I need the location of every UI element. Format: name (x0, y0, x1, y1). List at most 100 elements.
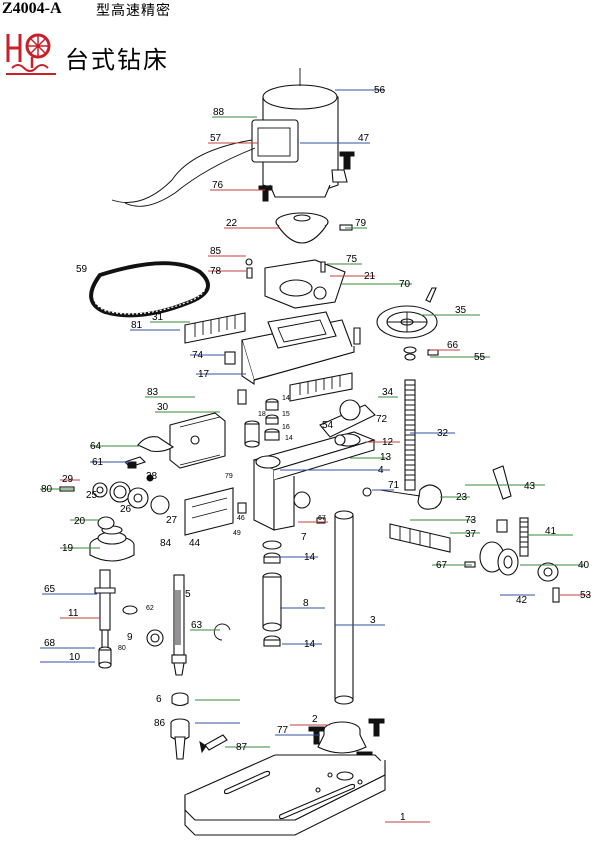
part-label: 42 (516, 595, 528, 606)
model-subtitle: 型高速精密 (96, 3, 171, 19)
drive-belt (89, 261, 210, 318)
part-label: 79 (355, 218, 367, 229)
spindle-shaft-right (389, 465, 560, 603)
part-label: 14 (304, 639, 316, 650)
part-label: 6 (156, 694, 162, 705)
part-label: 28 (146, 471, 158, 482)
part-label: 55 (474, 352, 486, 363)
part-label: 14 (304, 552, 316, 563)
base-plate (184, 754, 386, 836)
part-label: 59 (76, 264, 88, 275)
part-label: 29 (62, 474, 74, 485)
part-label: 56 (374, 85, 386, 96)
part-label: 62 (146, 605, 154, 612)
feed-handwheel (376, 287, 439, 361)
part-label: 41 (545, 526, 557, 537)
quill-sleeve-parts (262, 517, 326, 647)
part-label: 23 (456, 492, 468, 503)
part-label: 74 (192, 350, 204, 361)
part-label: 53 (580, 590, 592, 601)
part-label: 43 (524, 481, 536, 492)
part-label: 21 (364, 271, 376, 282)
motor (111, 68, 355, 207)
part-label: 22 (226, 218, 238, 229)
part-label: 76 (212, 180, 224, 191)
vent-plate-right (289, 372, 353, 402)
part-label: 75 (346, 254, 358, 265)
part-label: 70 (399, 279, 411, 290)
part-label: 5 (185, 589, 191, 600)
part-label: 7 (301, 532, 307, 543)
top-plate (264, 259, 346, 309)
part-label: 79 (225, 473, 233, 480)
part-label: 20 (74, 516, 86, 527)
part-label: 1 (400, 812, 406, 823)
part-label: 27 (166, 515, 178, 526)
part-label: 67 (318, 515, 326, 522)
part-label: 49 (233, 530, 241, 537)
part-label: 34 (382, 387, 394, 398)
part-label: 61 (92, 457, 104, 468)
part-label: 31 (152, 312, 164, 323)
part-label: 35 (455, 305, 467, 316)
motor-bracket (123, 412, 226, 469)
part-label: 3 (370, 615, 376, 626)
part-label: 26 (120, 504, 132, 515)
lock-knob (362, 484, 443, 510)
brand-title: 台式钻床 (65, 46, 169, 74)
part-label: 9 (127, 632, 133, 643)
part-label: 63 (191, 620, 203, 631)
part-label: 32 (437, 428, 449, 439)
part-label: 14 (285, 435, 293, 442)
model-number: Z4004-A (2, 0, 62, 17)
part-label: 11 (68, 608, 79, 619)
part-label: 67 (436, 560, 448, 571)
part-label: 87 (236, 742, 248, 753)
part-label: 40 (578, 560, 590, 571)
vent-plate-left (184, 312, 246, 344)
part-label: 44 (189, 538, 201, 549)
part-label: 19 (62, 543, 74, 554)
part-label: 18 (258, 411, 266, 418)
depth-scale-plate (184, 487, 247, 536)
part-label: 77 (277, 725, 289, 736)
part-label: 17 (198, 369, 210, 380)
part-label: 30 (157, 402, 169, 413)
part-label: 37 (465, 529, 477, 540)
part-label: 14 (282, 395, 290, 402)
part-label: 64 (90, 441, 102, 452)
part-label: 25 (86, 490, 98, 501)
quill (170, 574, 228, 760)
head-cover (224, 311, 361, 386)
part-label: 88 (213, 107, 225, 118)
company-logo-icon (6, 33, 56, 75)
part-label: 66 (447, 340, 459, 351)
part-label: 80 (118, 645, 126, 652)
part-label: 85 (210, 246, 222, 257)
part-label: 4 (378, 465, 384, 476)
part-label: 68 (44, 638, 56, 649)
part-label: 78 (210, 266, 222, 277)
part-label: 86 (154, 718, 166, 729)
pinion-shaft (404, 379, 416, 491)
part-label: 83 (147, 387, 159, 398)
column-base-flange (308, 718, 385, 770)
part-label: 72 (376, 414, 388, 425)
part-label: 8 (303, 598, 309, 609)
part-label: 13 (380, 452, 392, 463)
leader-lines (40, 89, 590, 823)
part-label: 15 (282, 411, 290, 418)
spindle-bearings (237, 389, 280, 448)
part-label: 54 (322, 420, 334, 431)
part-label: 65 (44, 584, 56, 595)
part-label: 71 (388, 480, 400, 491)
part-label: 81 (131, 320, 143, 331)
part-label: 16 (282, 424, 290, 431)
part-number-labels: 56 88 57 47 76 22 79 85 78 59 75 21 70 3… (41, 85, 592, 823)
part-label: 2 (312, 714, 318, 725)
part-label: 46 (237, 515, 245, 522)
part-label: 47 (358, 133, 370, 144)
part-label: 12 (382, 437, 394, 448)
